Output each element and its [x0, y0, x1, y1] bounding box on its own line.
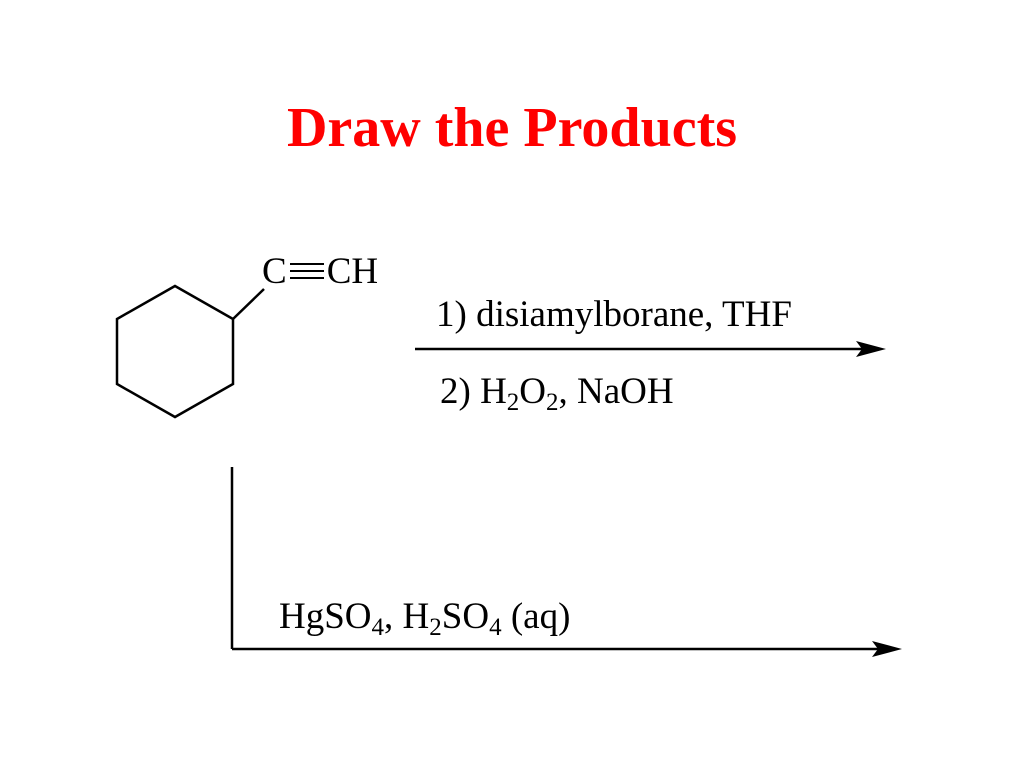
reagent-step-2-o: O: [519, 371, 547, 412]
h2so4-subscript-h: 2: [429, 614, 442, 641]
alkyne-ch: CH: [326, 251, 379, 292]
cyclohexane-ring: [115, 284, 235, 419]
ring-substituent-bond: [232, 288, 265, 320]
reagent-hgso4: HgSO4, H2SO4 (aq): [279, 596, 571, 640]
slide-title: Draw the Products: [286, 97, 738, 159]
h2o2-subscript-h: 2: [506, 389, 520, 416]
aq-label: (aq): [501, 596, 571, 637]
h2so4-prefix: , H: [384, 596, 430, 637]
reaction-arrow-2-head: [872, 641, 902, 657]
reaction-arrow-1-head: [856, 341, 886, 357]
reagent-step-2: 2) H2O2, NaOH: [440, 371, 674, 415]
alkyne-carbon: C: [262, 251, 287, 292]
hgso4-text: HgSO: [279, 596, 372, 637]
reagent-step-2-prefix: 2) H: [440, 371, 507, 412]
h2so4-subscript-o: 4: [489, 614, 502, 641]
triple-bond: [287, 257, 327, 285]
hgso4-subscript: 4: [371, 614, 385, 641]
alkyne-label: C CH: [262, 253, 378, 290]
reagent-step-2-suffix: , NaOH: [558, 371, 674, 412]
reagent-step-1: 1) disiamylborane, THF: [436, 294, 792, 335]
h2so4-so: SO: [441, 596, 490, 637]
h2o2-subscript-o: 2: [546, 389, 559, 416]
